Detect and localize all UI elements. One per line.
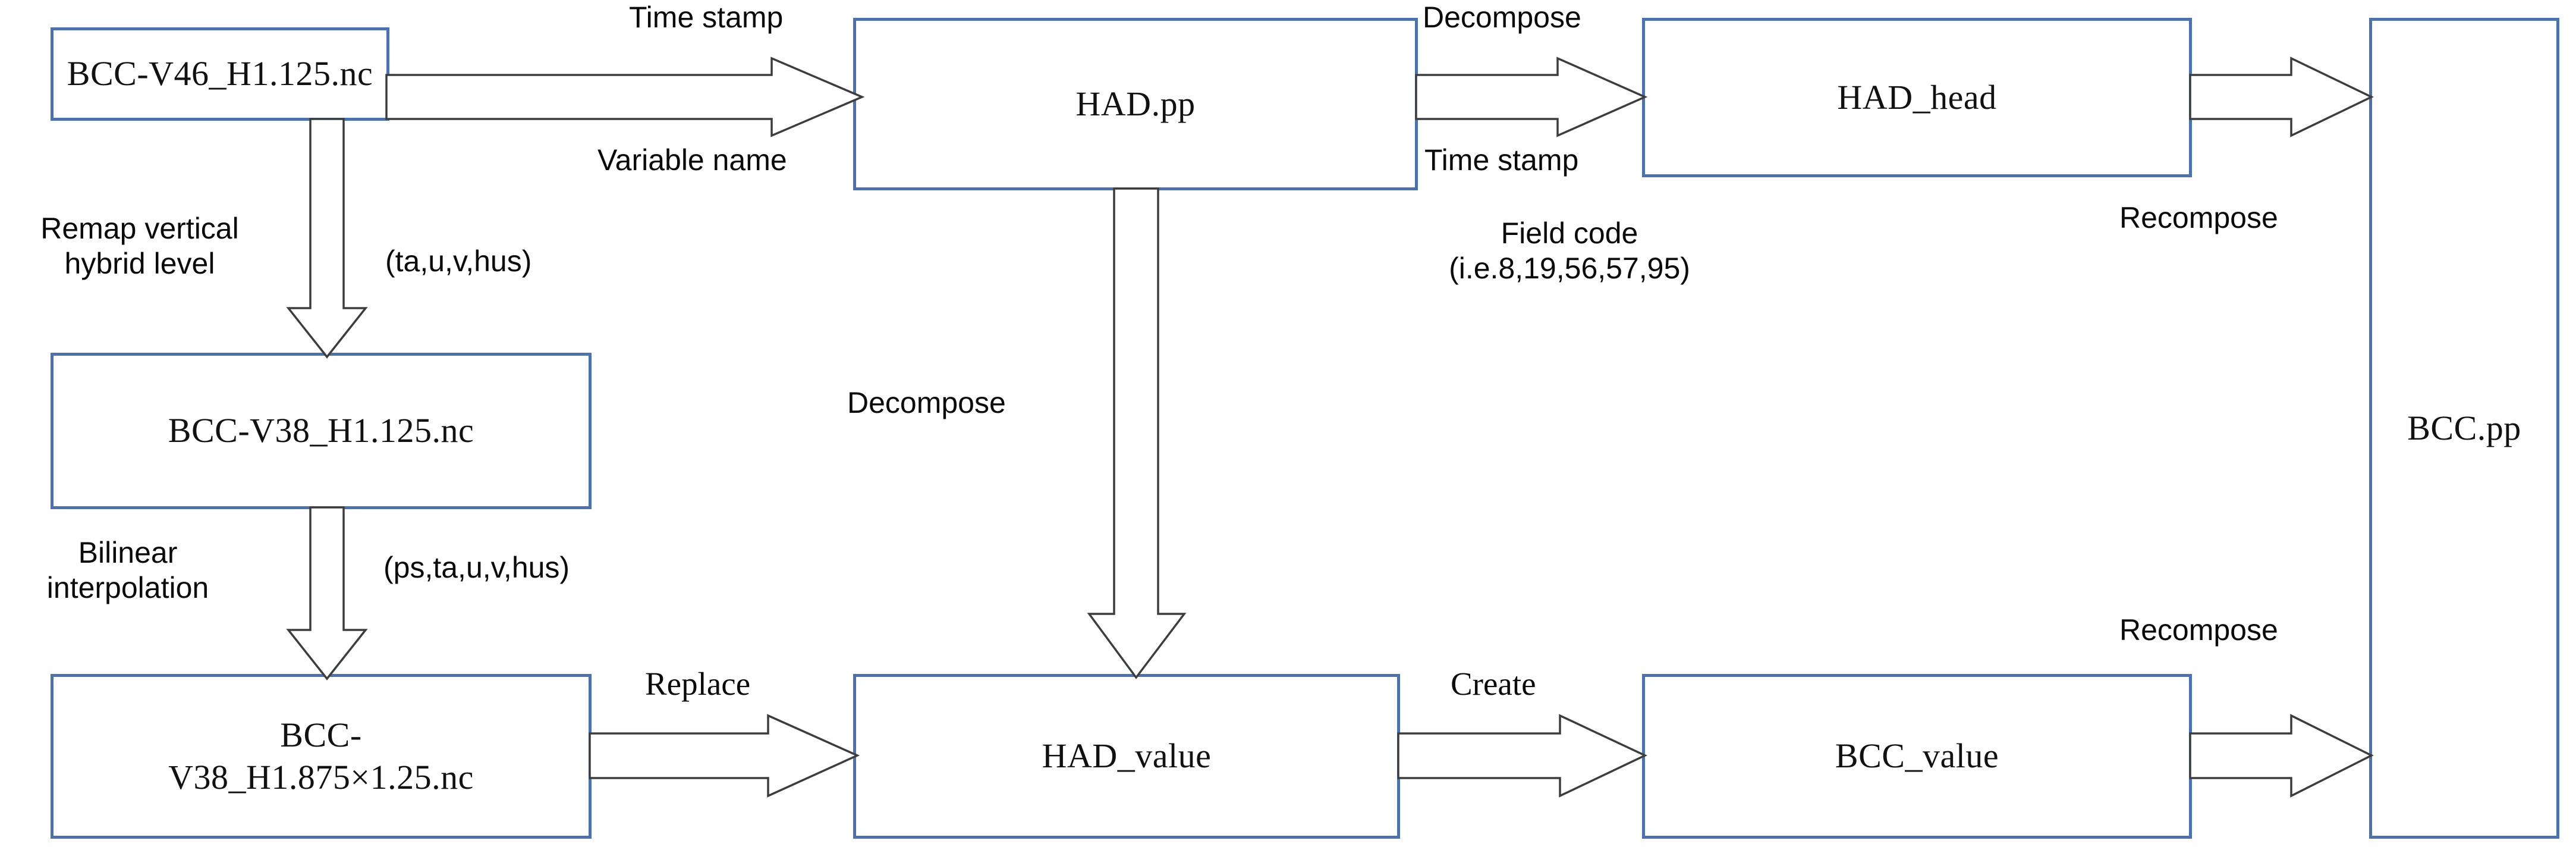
edge-label-vars-ps-ta-u-v-hus: (ps,ta,u,v,hus) — [383, 551, 570, 584]
arrow-had-pp-to-had-value — [1087, 187, 1187, 679]
node-label: BCC-V46_H1.125.nc — [67, 54, 373, 93]
node-had-value[interactable]: HAD_value — [853, 674, 1400, 839]
edge-label-replace: Replace — [645, 666, 751, 702]
edge-label-vars-ta-u-v-hus: (ta,u,v,hus) — [385, 244, 532, 278]
edge-label-decompose-mid: Decompose — [847, 386, 1006, 419]
node-had-pp[interactable]: HAD.pp — [853, 18, 1418, 190]
arrow-bcc-v46-to-had-pp — [385, 57, 865, 137]
edge-label-decompose-top: Decompose — [1423, 1, 1581, 34]
node-had-head[interactable]: HAD_head — [1642, 18, 2192, 177]
arrow-had-pp-to-had-head — [1415, 57, 1648, 137]
node-label: BCC-V38_H1.125.nc — [168, 411, 474, 450]
arrow-bcc-v46-to-bcc-v38 — [286, 118, 368, 359]
node-bcc-value[interactable]: BCC_value — [1642, 674, 2192, 839]
edge-label-field-code: Field code (i.e.8,19,56,57,95) — [1449, 217, 1690, 285]
edge-label-remap-vertical-hybrid-level: Remap vertical hybrid level — [40, 212, 239, 280]
node-bcc-pp[interactable]: BCC.pp — [2369, 18, 2559, 839]
edge-label-recompose-bottom: Recompose — [2119, 613, 2278, 647]
arrow-had-head-to-bcc-pp — [2189, 57, 2374, 137]
node-bcc-v38-1875[interactable]: BCC- V38_H1.875×1.25.nc — [51, 674, 592, 839]
node-label: HAD.pp — [1075, 84, 1196, 123]
edge-label-time-stamp-2: Time stamp — [1424, 143, 1579, 177]
arrow-bcc-v38-to-bcc-v38-1875 — [286, 506, 368, 680]
edge-label-bilinear-interpolation: Bilinear interpolation — [46, 536, 209, 604]
arrow-had-value-to-bcc-value — [1397, 714, 1648, 798]
edge-label-recompose-top: Recompose — [2119, 201, 2278, 234]
edge-label-variable-name: Variable name — [597, 143, 787, 177]
node-label: BCC_value — [1835, 736, 1999, 776]
arrow-bcc-value-to-bcc-pp — [2189, 714, 2374, 798]
node-label: BCC- V38_H1.875×1.25.nc — [168, 715, 474, 796]
edge-label-create: Create — [1451, 666, 1536, 702]
node-label: HAD_head — [1837, 77, 1997, 117]
node-label: HAD_value — [1042, 736, 1212, 776]
node-label: BCC.pp — [2407, 408, 2521, 447]
node-bcc-v46[interactable]: BCC-V46_H1.125.nc — [51, 27, 389, 121]
arrow-bcc-v38-1875-to-had-value — [589, 714, 860, 798]
edge-label-time-stamp-1: Time stamp — [629, 1, 784, 34]
node-bcc-v38[interactable]: BCC-V38_H1.125.nc — [51, 353, 592, 509]
